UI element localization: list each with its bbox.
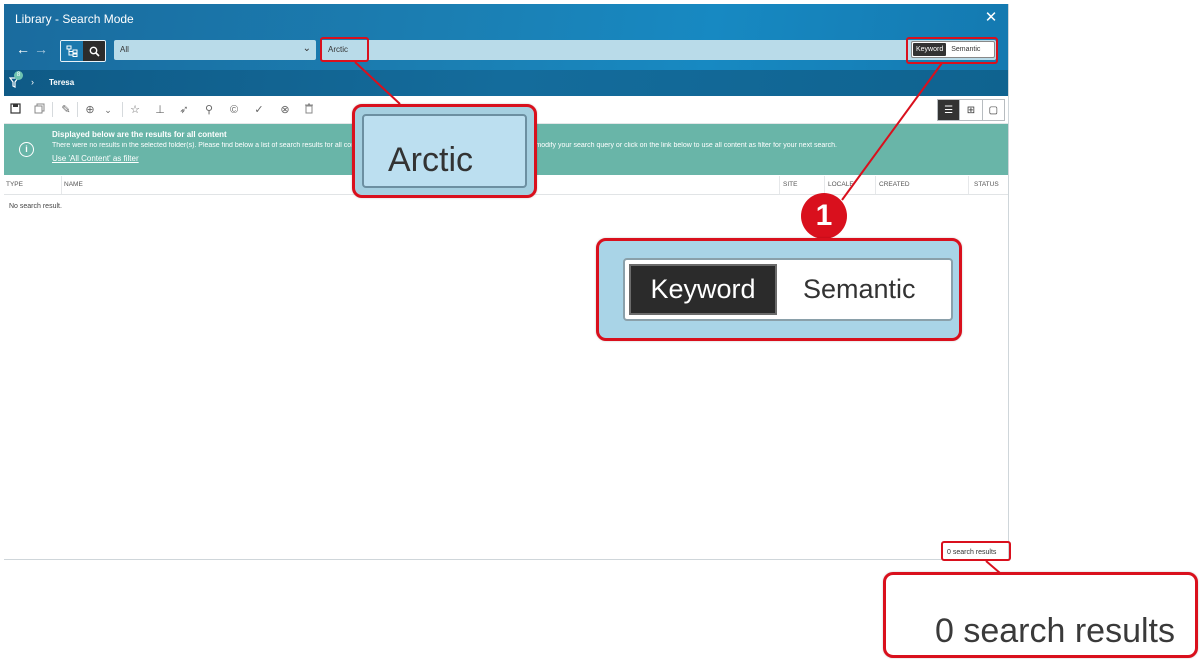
- column-header-name[interactable]: NAME: [64, 181, 83, 188]
- keyword-zoom-label: Keyword: [629, 264, 777, 315]
- copy-icon[interactable]: [32, 103, 46, 117]
- column-header-locale[interactable]: LOCALE: [828, 181, 854, 188]
- arrow-left-icon[interactable]: ←: [16, 41, 30, 57]
- breadcrumb-item[interactable]: Teresa: [49, 78, 75, 87]
- search-icon[interactable]: [83, 41, 105, 61]
- search-value-highlight: [320, 37, 369, 62]
- view-switcher: ☰ ⊞ ▢: [937, 99, 1005, 121]
- copyright-icon[interactable]: ©: [229, 104, 239, 116]
- arctic-zoom-text: Arctic: [388, 141, 473, 179]
- search-mode-zoom-callout: Keyword Semantic: [596, 238, 962, 341]
- filter-count-badge: 8: [14, 71, 23, 80]
- search-mode-zoom-toggle: Keyword Semantic: [623, 258, 953, 321]
- stamp-icon[interactable]: ⊥: [155, 104, 165, 116]
- scope-select[interactable]: All ⌄: [114, 40, 316, 60]
- rocket-icon[interactable]: ➶: [179, 104, 189, 116]
- column-header-status[interactable]: STATUS: [974, 181, 999, 188]
- arrow-right-icon[interactable]: →: [34, 41, 48, 57]
- scope-select-value: All: [120, 45, 129, 54]
- edit-icon[interactable]: ✎: [61, 104, 71, 116]
- semantic-mode-button[interactable]: Semantic: [951, 46, 981, 53]
- chevron-right-icon[interactable]: ›: [31, 77, 34, 87]
- close-icon[interactable]: ✕: [984, 9, 998, 26]
- info-icon: i: [19, 142, 34, 157]
- result-count: 0 search results: [947, 549, 997, 556]
- semantic-zoom-label: Semantic: [803, 274, 916, 304]
- browse-mode-toggle: [60, 40, 106, 62]
- result-count-zoom-callout: 0 search results: [883, 572, 1198, 658]
- search-mode-toggle: Keyword Semantic: [911, 41, 995, 58]
- grid-view-icon[interactable]: ⊞: [960, 100, 983, 120]
- column-header-type[interactable]: TYPE: [6, 181, 23, 188]
- search-mode-highlight: [906, 37, 998, 64]
- keyword-mode-button[interactable]: Keyword: [913, 43, 947, 56]
- breadcrumb: 8 › Teresa: [4, 70, 1008, 96]
- save-icon[interactable]: [8, 103, 22, 117]
- window-title: Library - Search Mode: [15, 12, 134, 26]
- list-view-icon[interactable]: ☰: [938, 100, 961, 120]
- column-header-site[interactable]: SITE: [783, 181, 798, 188]
- arctic-zoom-field: Arctic: [362, 114, 527, 188]
- search-input[interactable]: Arctic Keyword Semantic: [320, 40, 996, 60]
- empty-results-text: No search result.: [9, 203, 62, 210]
- result-count-highlight: [941, 541, 1011, 561]
- banner-title: Displayed below are the results for all …: [52, 130, 227, 139]
- chevron-down-icon: ⌄: [302, 43, 311, 54]
- column-header-created[interactable]: CREATED: [879, 181, 910, 188]
- step-number-badge: 1: [801, 193, 847, 239]
- chevron-down-icon[interactable]: ⌄: [104, 105, 112, 115]
- search-input-value: Arctic: [328, 45, 348, 54]
- result-count-zoom-text: 0 search results: [935, 612, 1175, 650]
- remove-rights-icon[interactable]: ⊗: [280, 104, 290, 116]
- assign-user-icon[interactable]: ⚲: [204, 104, 214, 116]
- approve-icon[interactable]: ✓: [254, 104, 264, 116]
- tree-view-icon[interactable]: [61, 41, 83, 61]
- preview-view-icon[interactable]: ▢: [988, 104, 999, 116]
- star-icon[interactable]: ☆: [130, 104, 140, 116]
- arctic-zoom-callout: Arctic: [352, 104, 537, 198]
- window-header: Library - Search Mode ✕ ← → All ⌄ Arctic…: [4, 4, 1008, 96]
- delete-icon[interactable]: [302, 103, 316, 117]
- use-all-content-link[interactable]: Use 'All Content' as filter: [52, 154, 139, 163]
- add-version-icon[interactable]: ⊕: [85, 104, 95, 116]
